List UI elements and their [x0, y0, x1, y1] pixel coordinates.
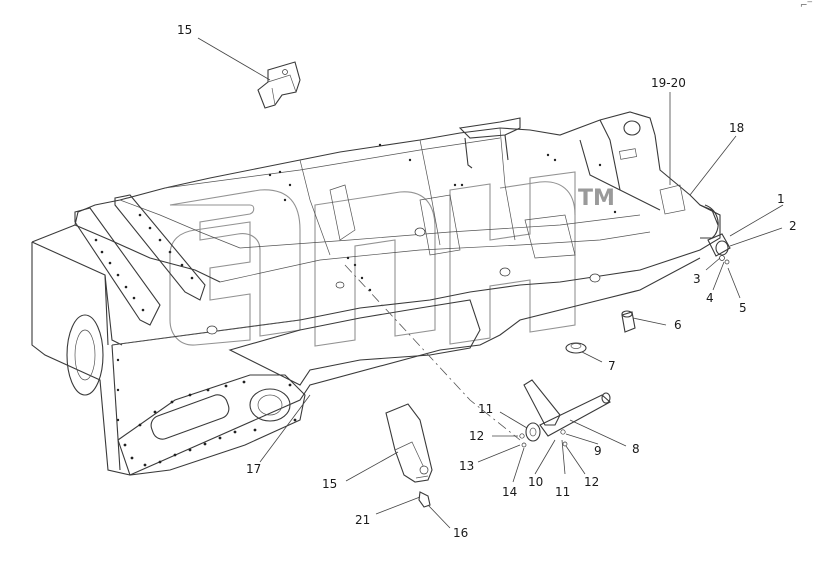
callout-12-lower: 12: [584, 475, 600, 489]
callout-12-upper: 12: [469, 429, 485, 443]
callout-11-upper: 11: [478, 402, 494, 416]
callout-15-upper: 15: [177, 23, 193, 37]
leader-lines: [197, 37, 784, 529]
callout-5: 5: [739, 301, 747, 315]
callout-10: 10: [528, 475, 544, 489]
callout-17: 17: [246, 462, 262, 476]
callout-18: 18: [729, 121, 745, 135]
callout-7: 7: [608, 359, 616, 373]
callout-2: 2: [789, 219, 797, 233]
callout-1: 1: [777, 192, 785, 206]
part-16-21-bolt: [418, 491, 431, 508]
part-7-cap: [565, 342, 587, 354]
callout-6: 6: [674, 318, 682, 332]
part-8-shaft-assembly: [519, 379, 611, 448]
callout-9: 9: [594, 444, 602, 458]
bolt-ring: [123, 380, 297, 467]
part-15-lower-bracket: [385, 403, 433, 483]
part-1-5-pin-assembly: [707, 233, 731, 265]
part-15-upper-bracket: [257, 61, 301, 109]
callout-21: 21: [355, 513, 371, 527]
callout-16: 16: [453, 526, 469, 540]
corner-mark: ⌐‾: [800, 1, 813, 11]
callout-8: 8: [632, 442, 640, 456]
callout-13: 13: [459, 459, 475, 473]
watermark-trademark: TM: [578, 186, 615, 211]
rivet-dots: [94, 143, 617, 422]
callout-3: 3: [693, 272, 701, 286]
callout-15-lower: 15: [322, 477, 338, 491]
watermark-logo: [169, 171, 576, 347]
callout-4: 4: [706, 291, 714, 305]
callout-14: 14: [502, 485, 518, 499]
part-6-bushing: [621, 310, 636, 333]
part-18-19-20-items: [619, 148, 686, 215]
callout-19-20: 19-20: [651, 76, 686, 90]
main-frame: [31, 111, 721, 476]
callout-11-lower: 11: [555, 485, 571, 499]
